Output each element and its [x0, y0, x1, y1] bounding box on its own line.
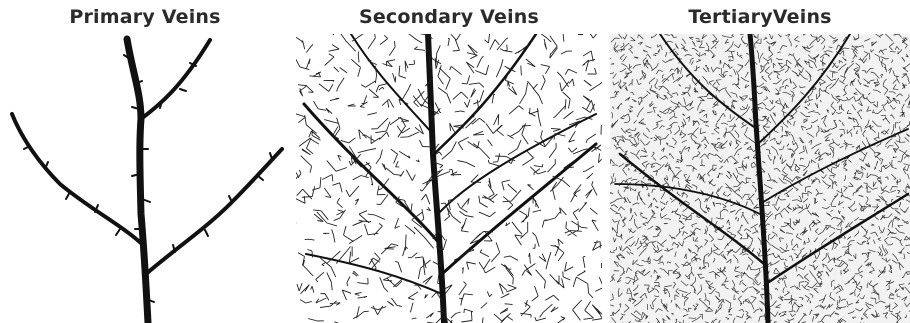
- primary-veins-title: Primary Veins: [0, 6, 290, 28]
- secondary-veins-title: Secondary Veins: [296, 6, 602, 28]
- secondary-veins-illustration: [296, 34, 602, 323]
- tertiary-veins-panel: TertiaryVeins: [610, 0, 910, 323]
- primary-veins-panel: Primary Veins: [0, 0, 290, 323]
- primary-veins-illustration: [0, 34, 290, 323]
- tertiary-veins-title: TertiaryVeins: [610, 6, 910, 28]
- tertiary-veins-illustration: [610, 34, 910, 323]
- secondary-veins-panel: Secondary Veins: [296, 0, 602, 323]
